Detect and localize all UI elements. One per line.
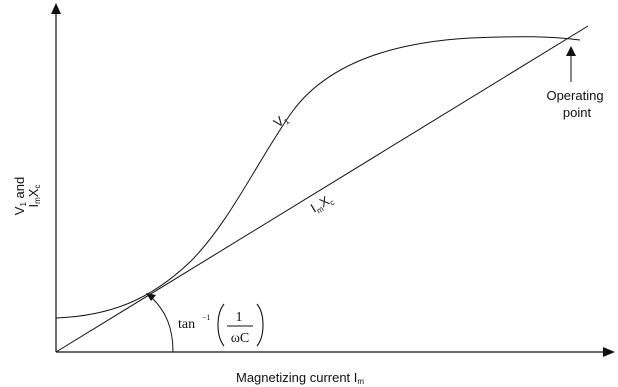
x-axis-arrow-icon: [603, 347, 615, 357]
angle-formula: tan −1 1 ωC: [178, 303, 264, 347]
capacitor-line: [55, 25, 589, 353]
y-axis-label-line2: ImXc: [26, 185, 42, 208]
operating-point-arrow-icon: [566, 46, 576, 56]
operating-point-label-line2: point: [563, 105, 592, 120]
magnetization-curve: [55, 36, 581, 319]
angle-func: tan: [178, 317, 195, 332]
magnetization-curve-label: V1: [271, 110, 292, 132]
angle-arc-arrow-icon: [146, 293, 156, 301]
x-axis-label: Magnetizing current Im: [236, 370, 364, 386]
angle-exponent: −1: [202, 313, 211, 322]
angle-arc: [150, 296, 174, 353]
left-paren-icon: [217, 303, 225, 347]
y-axis-label: V1 and ImXc: [12, 177, 42, 215]
y-axis-arrow-icon: [51, 3, 61, 14]
right-paren-icon: [256, 303, 264, 347]
fraction-numerator: 1: [236, 310, 243, 325]
fraction-denominator: ωC: [231, 331, 250, 346]
y-axis-label-line1: V1 and: [12, 177, 28, 215]
operating-point-label-line1: Operating: [546, 88, 603, 103]
